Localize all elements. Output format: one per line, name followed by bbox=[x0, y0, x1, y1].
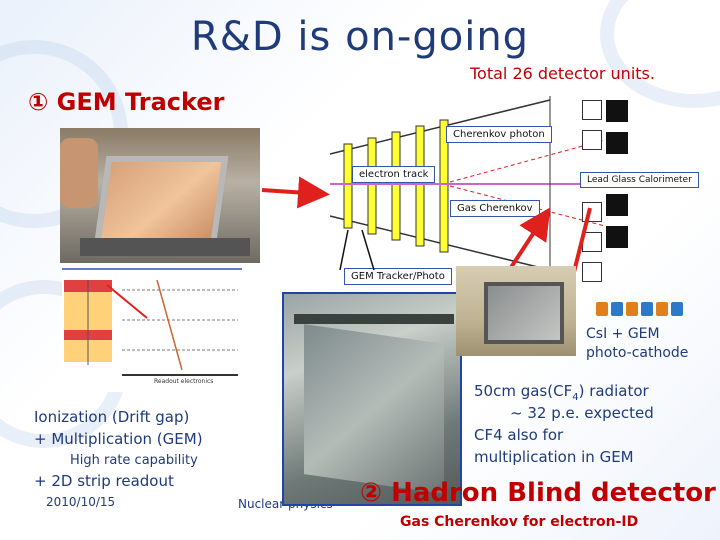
csi-frame bbox=[484, 282, 564, 344]
gem-principle-svg bbox=[64, 279, 238, 376]
high-rate-capability: High rate capability bbox=[70, 453, 198, 468]
pmt-block bbox=[606, 132, 628, 154]
pmt-block bbox=[606, 226, 628, 248]
tracker-plane bbox=[415, 125, 425, 247]
hbd-chamber bbox=[304, 324, 444, 494]
cathode-tile-strip bbox=[596, 302, 686, 318]
ionization-line2: + Multiplication (GEM) bbox=[34, 430, 203, 448]
gem-tracker-photo-label: GEM Tracker/Photo bbox=[344, 268, 452, 285]
cherenkov-photon-line bbox=[449, 139, 606, 183]
pmt-block bbox=[606, 194, 628, 216]
electron-track-label: electron track bbox=[352, 166, 436, 183]
radiator-line2: ~ 32 p.e. expected bbox=[510, 404, 654, 422]
hbd-heading: ② Hadron Blind detector bbox=[360, 478, 716, 508]
calorimeter-cell bbox=[582, 262, 602, 282]
tracker-plane bbox=[391, 131, 401, 241]
total-units-note: Total 26 detector units. bbox=[470, 64, 655, 83]
calorimeter-cell bbox=[582, 100, 602, 120]
radiator-line1: 50cm gas(CF4) radiator bbox=[474, 382, 649, 403]
track-line bbox=[156, 279, 183, 371]
cherenkov-photon-label: Cherenkov photon bbox=[446, 126, 552, 143]
gem-stand bbox=[80, 238, 250, 256]
calorimeter-cell bbox=[582, 232, 602, 252]
calorimeter-cell bbox=[582, 130, 602, 150]
readout-electronics-label: Readout electronics bbox=[154, 378, 214, 385]
lead-glass-label: Lead Glass Calorimeter bbox=[580, 172, 699, 188]
radiator-line3: CF4 also for bbox=[474, 426, 564, 444]
radiator-subscript: 4 bbox=[572, 392, 579, 403]
cathode-tile bbox=[596, 302, 608, 316]
cathode-tile bbox=[611, 302, 623, 316]
cathode-tile bbox=[626, 302, 638, 316]
gas-cherenkov-label: Gas Cherenkov bbox=[450, 200, 540, 217]
hbd-photo bbox=[282, 292, 462, 506]
operator-hand bbox=[60, 138, 98, 208]
ionization-line1: Ionization (Drift gap) bbox=[34, 408, 190, 426]
photo-cathode-label: photo-cathode bbox=[586, 345, 689, 361]
gem-tracker-heading: ① GEM Tracker bbox=[28, 88, 225, 116]
gem-frame bbox=[93, 156, 229, 248]
csi-photocathode-photo bbox=[456, 266, 576, 356]
cathode-tile bbox=[671, 302, 683, 316]
radiator-line4: multiplication in GEM bbox=[474, 448, 634, 466]
cathode-tile bbox=[641, 302, 653, 316]
radiator-line1-end: ) radiator bbox=[578, 382, 649, 400]
pmt-block bbox=[606, 100, 628, 122]
slide-title: R&D is on-going bbox=[190, 14, 530, 60]
radiator-line1-start: 50cm gas(CF bbox=[474, 382, 573, 400]
hbd-subheading: Gas Cherenkov for electron-ID bbox=[400, 514, 639, 530]
zoom-indicator bbox=[106, 284, 148, 319]
gem-principle-diagram: Readout electronics bbox=[62, 268, 242, 392]
csi-gem-label: CsI + GEM bbox=[586, 326, 660, 342]
cathode-tile bbox=[656, 302, 668, 316]
detector-schematic: Cherenkov photon electron track Lead Gla… bbox=[300, 86, 710, 286]
slide-date: 2010/10/15 bbox=[46, 495, 116, 509]
tracker-plane bbox=[367, 137, 377, 235]
tracker-plane bbox=[343, 143, 353, 229]
tracker-plane bbox=[439, 119, 449, 253]
strip-readout: + 2D strip readout bbox=[34, 472, 174, 490]
calorimeter-cell bbox=[582, 202, 602, 222]
gem-tracker-photo bbox=[60, 128, 260, 263]
hbd-frame-bar bbox=[294, 314, 454, 324]
